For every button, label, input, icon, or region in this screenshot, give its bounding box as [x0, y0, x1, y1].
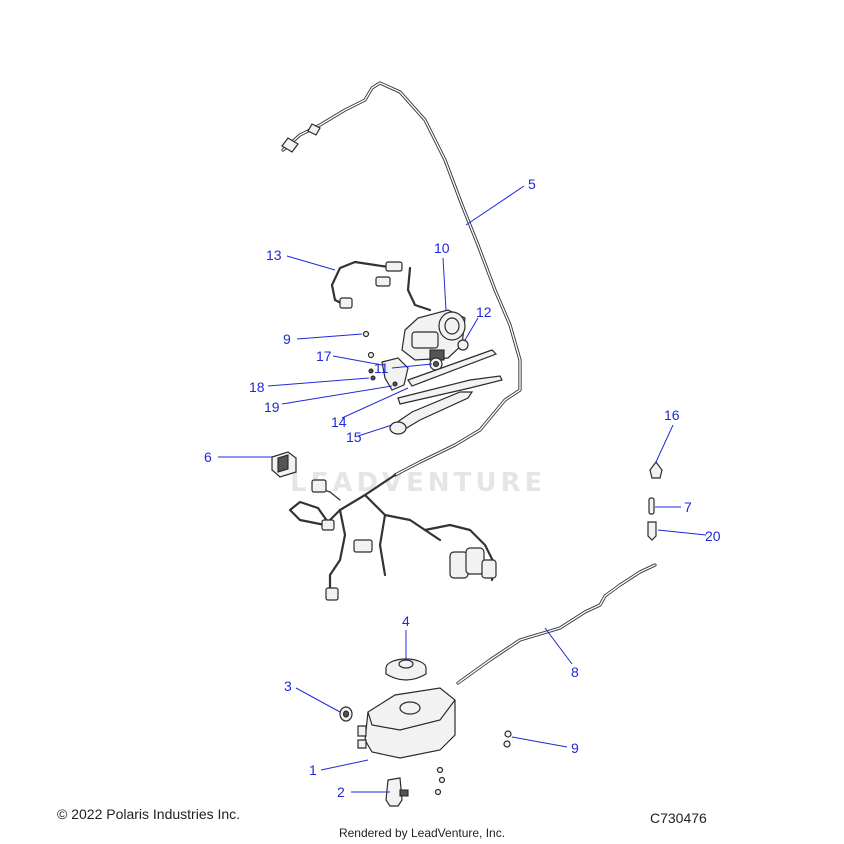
callout-17: 17: [316, 348, 332, 364]
washer-tube: [456, 563, 657, 685]
reservoir-cap: [385, 658, 427, 681]
callout-16: 16: [664, 407, 680, 423]
copyright-text: © 2022 Polaris Industries Inc.: [57, 806, 241, 822]
callout-10: 10: [434, 240, 450, 256]
motor-harness: [330, 260, 432, 312]
nut-cap: [457, 339, 469, 351]
washer-nozzle: [649, 461, 663, 479]
callout-13: 13: [266, 247, 282, 263]
wiper-blade: [389, 391, 474, 435]
washer-pump: [385, 777, 409, 807]
wiper-arm: [397, 349, 503, 405]
callout-labels: 1 2 3 4 5 6 7 8 9 9 10 11 12 13 14 15 16…: [204, 176, 721, 800]
callout-8: 8: [571, 664, 579, 680]
washer-hose: [281, 81, 522, 477]
callout-19: 19: [264, 399, 280, 415]
wiper-switch: [271, 451, 297, 478]
callout-2: 2: [337, 784, 345, 800]
drawing-id: C730476: [650, 810, 707, 826]
mount-bracket: [362, 330, 409, 391]
wiper-motor: [401, 309, 466, 361]
rendered-by-text: Rendered by LeadVenture, Inc.: [338, 826, 506, 840]
callout-7: 7: [684, 499, 692, 515]
leader-lines: [218, 185, 707, 793]
main-harness: [288, 473, 497, 601]
lower-screws: [434, 730, 512, 796]
callout-9-lower: 9: [571, 740, 579, 756]
callout-15: 15: [346, 429, 362, 445]
washer-reservoir: [357, 687, 456, 759]
callout-20: 20: [705, 528, 721, 544]
grommet: [339, 706, 353, 722]
callout-3: 3: [284, 678, 292, 694]
callout-12: 12: [476, 304, 492, 320]
callout-14: 14: [331, 414, 347, 430]
callout-6: 6: [204, 449, 212, 465]
callout-18: 18: [249, 379, 265, 395]
callout-1: 1: [309, 762, 317, 778]
callout-5: 5: [528, 176, 536, 192]
harness-connector-block: [449, 547, 497, 579]
callout-11: 11: [374, 360, 389, 376]
callout-9-upper: 9: [283, 331, 291, 347]
check-valve: [647, 521, 657, 541]
callout-4: 4: [402, 613, 410, 629]
hose-segment: [648, 497, 655, 515]
